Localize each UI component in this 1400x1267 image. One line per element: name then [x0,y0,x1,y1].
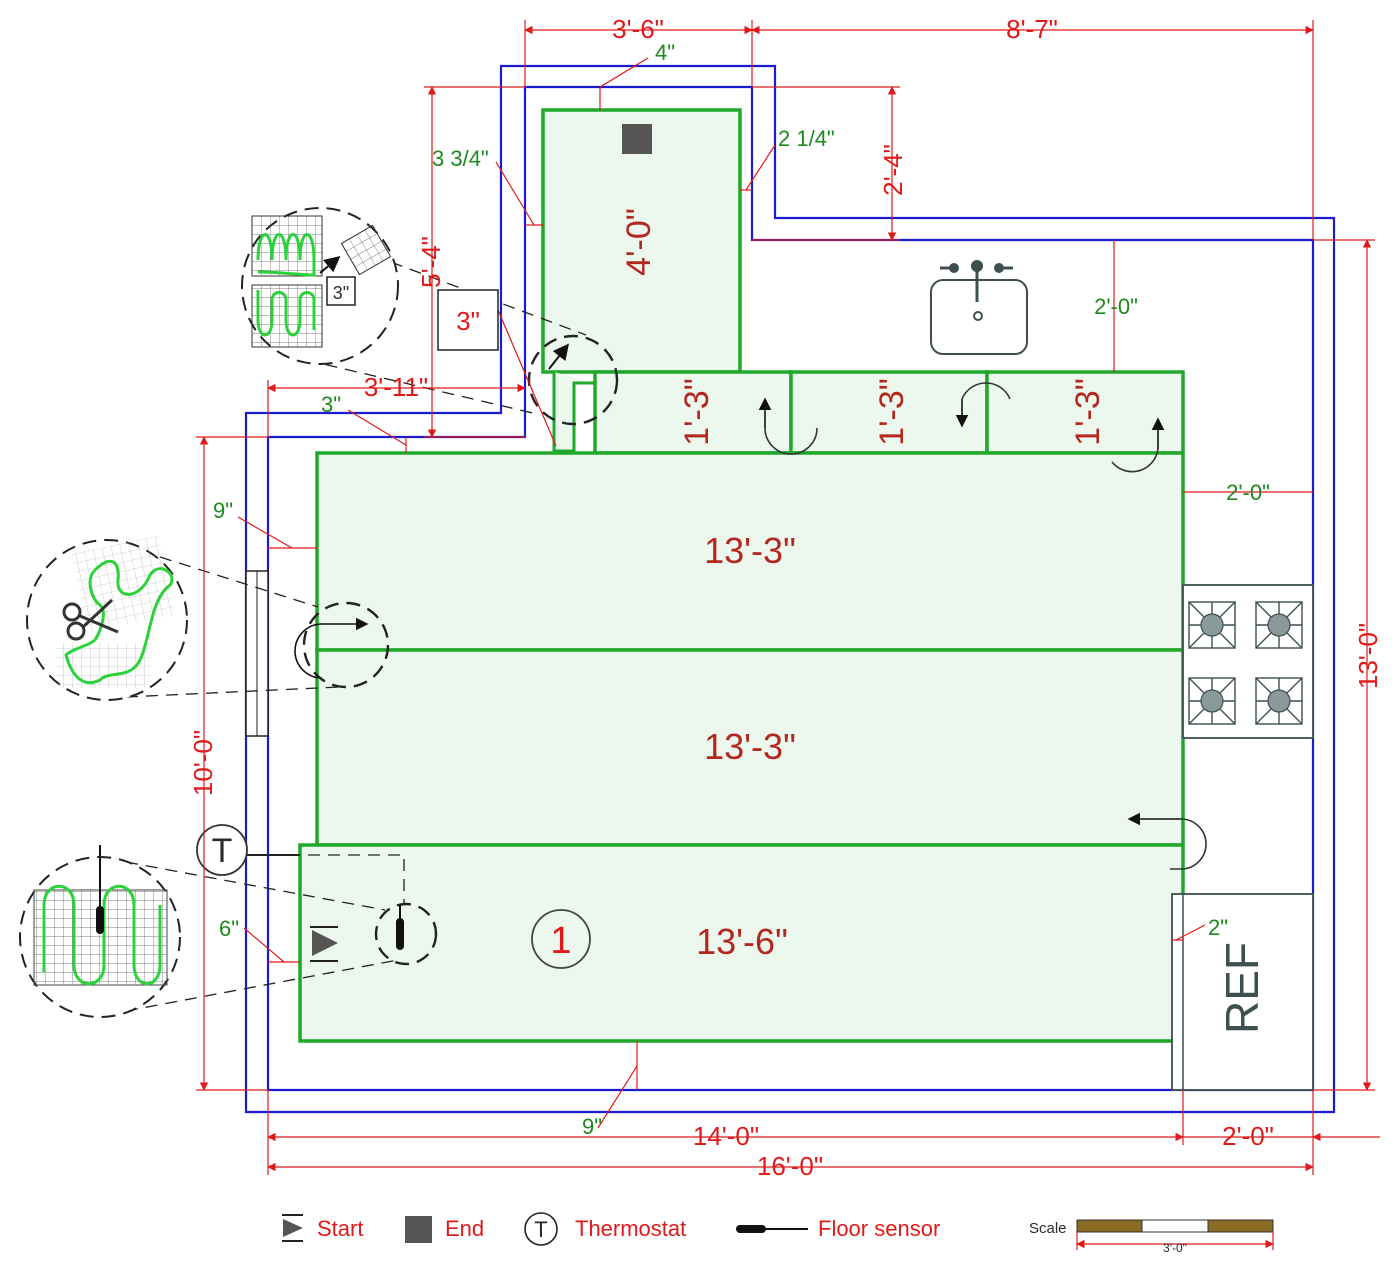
dim-9-left: 9" [213,498,233,523]
end-marker [622,124,652,154]
scale-length: 3'-0" [1163,1241,1187,1255]
dim-16-0: 16'-0" [757,1151,823,1181]
cut-box-label: 3" [456,306,480,336]
cut-box [437,289,499,351]
dim-3-3-4: 3 3/4" [432,146,489,171]
dim-8-7: 8'-7" [1006,14,1058,44]
dim-9-bottom: 9" [582,1114,602,1139]
mat-upper-label: 4'-0" [620,208,658,276]
mat-row-3-label: 13'-6" [696,921,788,962]
dim-3: 3" [321,392,341,417]
zone-label: 1 [550,920,571,962]
dim-3-11: 3'-11" [364,372,428,402]
legend-start: Start [282,1214,363,1242]
refrigerator: REF [1171,893,1314,1091]
mat-small-2-label: 1'-3" [873,378,911,446]
start-marker [312,930,338,956]
dim-right-2-0: 2'-0" [1226,480,1270,505]
dimension-lines [196,20,1380,1175]
detail-3-label: 3" [333,283,349,303]
dim-14-0: 14'-0" [693,1121,759,1151]
dim-2-4: 2'-4" [878,144,908,196]
legend-thermostat-symbol: T [534,1217,547,1242]
legend-thermostat: T Thermostat [524,1212,686,1246]
scale-label: Scale [1029,1220,1067,1237]
thermostat: T [196,824,300,876]
mat-row-3 [298,843,1185,1043]
legend-thermostat-label: Thermostat [575,1216,686,1241]
dim-2-1-4: 2 1/4" [778,126,835,151]
ref-label: REF [1216,942,1268,1034]
heating-mats [298,108,1185,1043]
dim-2-0-bottom: 2'-0" [1222,1121,1274,1151]
thermostat-symbol: T [212,832,233,870]
detail-cut-mat [26,535,188,701]
legend-end-label: End [445,1216,484,1241]
mat-row-2-label: 13'-3" [704,726,796,767]
mat-small-1-label: 1'-3" [678,378,716,446]
scale-bar: Scale 3'-0" [1029,1219,1274,1255]
dim-5-4: 5'-4" [416,236,446,288]
scissors-icon [62,598,119,641]
legend-start-label: Start [317,1216,363,1241]
mat-small-3-label: 1'-3" [1069,378,1107,446]
zone-marker: 1 [531,909,591,969]
window [245,570,269,737]
mat-row-2 [315,648,1185,847]
legend-floor-sensor: Floor sensor [736,1216,940,1241]
dim-3-6: 3'-6" [612,14,664,44]
dim-10-0: 10'-0" [188,730,218,796]
legend-floor-sensor-label: Floor sensor [818,1216,940,1241]
legend: Start End T Thermostat Floor sensor [282,1212,940,1246]
stove [1182,584,1314,739]
mat-row-1-label: 13'-3" [704,530,796,571]
mat-connector [552,372,594,453]
dimension-labels: 3'-6" 8'-7" 4" 2 1/4" 3 3/4" 2'-4" 5'-4"… [188,14,1383,1181]
detail-sensor [19,845,181,1018]
mat-row-1 [315,451,1185,652]
turn-arrows [294,343,1207,870]
dim-sink-2-0: 2'-0" [1094,294,1138,319]
dim-13-0: 13'-0" [1353,623,1383,689]
dim-4: 4" [655,40,675,65]
dim-6: 6" [219,916,239,941]
detail-cut-rotate: 3" [241,207,399,365]
legend-end: End [405,1216,484,1243]
dim-2-ref: 2" [1208,915,1228,940]
sink [930,260,1028,355]
detail-callouts [302,334,619,966]
